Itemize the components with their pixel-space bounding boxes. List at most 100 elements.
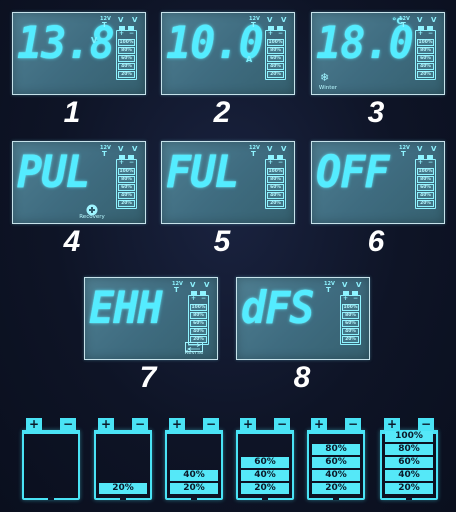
minus-terminal-icon: − — [345, 418, 361, 430]
voltage-class-label: 12V — [399, 145, 410, 151]
battery-bar: 20% — [170, 483, 218, 494]
mini-battery-bar: 80% — [118, 47, 135, 54]
battery-bars: 60%40%20% — [241, 457, 289, 494]
mini-battery-bars: 100%80%60%40%20% — [190, 304, 207, 343]
minus-icon: − — [277, 30, 283, 37]
mini-battery-bar: 40% — [118, 192, 135, 199]
mini-terminal-plus — [418, 155, 424, 159]
battery-bars: 100%80%60%40%20% — [385, 431, 433, 494]
mini-battery-bar: 20% — [417, 200, 434, 207]
mini-battery-bars: 100%80%60%40%20% — [342, 304, 359, 343]
mini-terminal-minus — [128, 26, 134, 30]
plus-icon: + — [268, 159, 274, 166]
minus-terminal-icon: − — [60, 418, 76, 430]
mini-battery-bar: 40% — [342, 328, 359, 335]
battery-level-2: +−40%20% — [165, 418, 223, 500]
battery-bar: 40% — [170, 470, 218, 481]
plus-icon: + — [418, 159, 424, 166]
mini-battery-gauge: +−100%80%60%40%20% — [116, 26, 137, 80]
plus-icon: + — [191, 295, 197, 302]
voltage-pointer-icon: T — [102, 21, 107, 29]
mini-battery-bar: 40% — [417, 63, 434, 70]
mini-battery-bar: 80% — [267, 176, 284, 183]
mini-battery-bars: 100%80%60%40%20% — [118, 168, 135, 207]
battery-bar: 80% — [312, 444, 360, 455]
battery-notch — [262, 497, 268, 500]
mini-battery-gauge: +−100%80%60%40%20% — [340, 291, 361, 345]
battery-bars: 20% — [99, 483, 147, 494]
screen-number-2: 2 — [213, 96, 231, 129]
battery-level-4: + − 80%60%40%20% — [307, 418, 365, 500]
v-symbol-right: V — [281, 16, 287, 24]
plus-icon: + — [119, 159, 125, 166]
segment-readout: 10.0 — [166, 18, 264, 69]
voltage-pointer-icon: T — [326, 286, 331, 294]
mini-battery-bar: 40% — [417, 192, 434, 199]
battery-bars: 80%60%40%20% — [312, 444, 360, 494]
mini-battery-gauge: +−100%80%60%40%20% — [415, 26, 436, 80]
mini-terminal-plus — [191, 291, 197, 295]
voltage-pointer-icon: T — [174, 286, 179, 294]
minus-terminal-icon: − — [418, 418, 434, 430]
mini-battery-bar: 80% — [267, 47, 284, 54]
mini-battery-bar: 40% — [190, 328, 207, 335]
v-symbol-left: V — [190, 281, 196, 289]
segment-readout: EHH — [89, 283, 163, 334]
mini-battery-gauge: +−100%80%60%40%20% — [415, 155, 436, 209]
battery-bar: 80% — [385, 444, 433, 455]
mini-battery-bar: 60% — [342, 320, 359, 327]
mini-battery-bar: 80% — [417, 176, 434, 183]
minus-terminal-icon: − — [203, 418, 219, 430]
v-symbol-left: V — [267, 145, 273, 153]
battery-cap — [236, 430, 294, 434]
mini-terminal-plus — [343, 291, 349, 295]
battery-cap — [307, 430, 365, 434]
mini-battery-bar: 60% — [118, 55, 135, 62]
screen-number-7: 7 — [139, 361, 157, 394]
mini-battery-bars: 100%80%60%40%20% — [267, 168, 284, 207]
voltage-class-label: 12V — [100, 145, 111, 151]
v-symbol-right: V — [356, 281, 362, 289]
mini-terminal-minus — [277, 26, 283, 30]
segment-readout: PUL — [17, 147, 91, 198]
mini-terminal-plus — [418, 26, 424, 30]
mini-battery-bar: 100% — [417, 168, 434, 175]
voltage-class-label: 12V — [249, 16, 260, 22]
v-symbol-left: V — [118, 145, 124, 153]
mini-battery-bar: 40% — [118, 63, 135, 70]
battery-bar: 60% — [385, 457, 433, 468]
mini-battery-bar: 60% — [118, 184, 135, 191]
v-symbol-right: V — [431, 145, 437, 153]
battery-bars: 40%20% — [170, 470, 218, 494]
battery-notch — [406, 497, 412, 500]
minus-icon: − — [128, 159, 134, 166]
battery-level-1: +−20% — [94, 418, 152, 500]
battery-bar: 20% — [241, 483, 289, 494]
mini-battery-bar: 100% — [267, 39, 284, 46]
minus-icon: − — [128, 30, 134, 37]
voltage-pointer-icon: T — [401, 21, 406, 29]
plus-terminal-icon: + — [311, 418, 327, 430]
v-symbol-right: V — [132, 16, 138, 24]
segment-readout: FUL — [166, 147, 240, 198]
shield-plus-icon — [86, 201, 98, 220]
voltage-class-label: 12V — [249, 145, 260, 151]
mini-battery-bar: 80% — [417, 47, 434, 54]
voltage-pointer-icon: T — [251, 150, 256, 158]
battery-notch — [191, 497, 197, 500]
mini-battery-bar: 100% — [342, 304, 359, 311]
v-symbol-left: V — [417, 145, 423, 153]
mini-battery-bar: 20% — [267, 200, 284, 207]
mini-terminal-minus — [128, 155, 134, 159]
voltage-pointer-icon: T — [251, 21, 256, 29]
v-symbol-left: V — [417, 16, 423, 24]
mini-battery-bar: 40% — [267, 192, 284, 199]
mini-battery-bar: 20% — [118, 71, 135, 78]
battery-bar: 100% — [385, 431, 433, 442]
mini-battery-bar: 20% — [267, 71, 284, 78]
battery-bar: 40% — [241, 470, 289, 481]
mode-label: Winter — [318, 85, 338, 91]
segment-readout: 18.0 — [316, 18, 414, 69]
